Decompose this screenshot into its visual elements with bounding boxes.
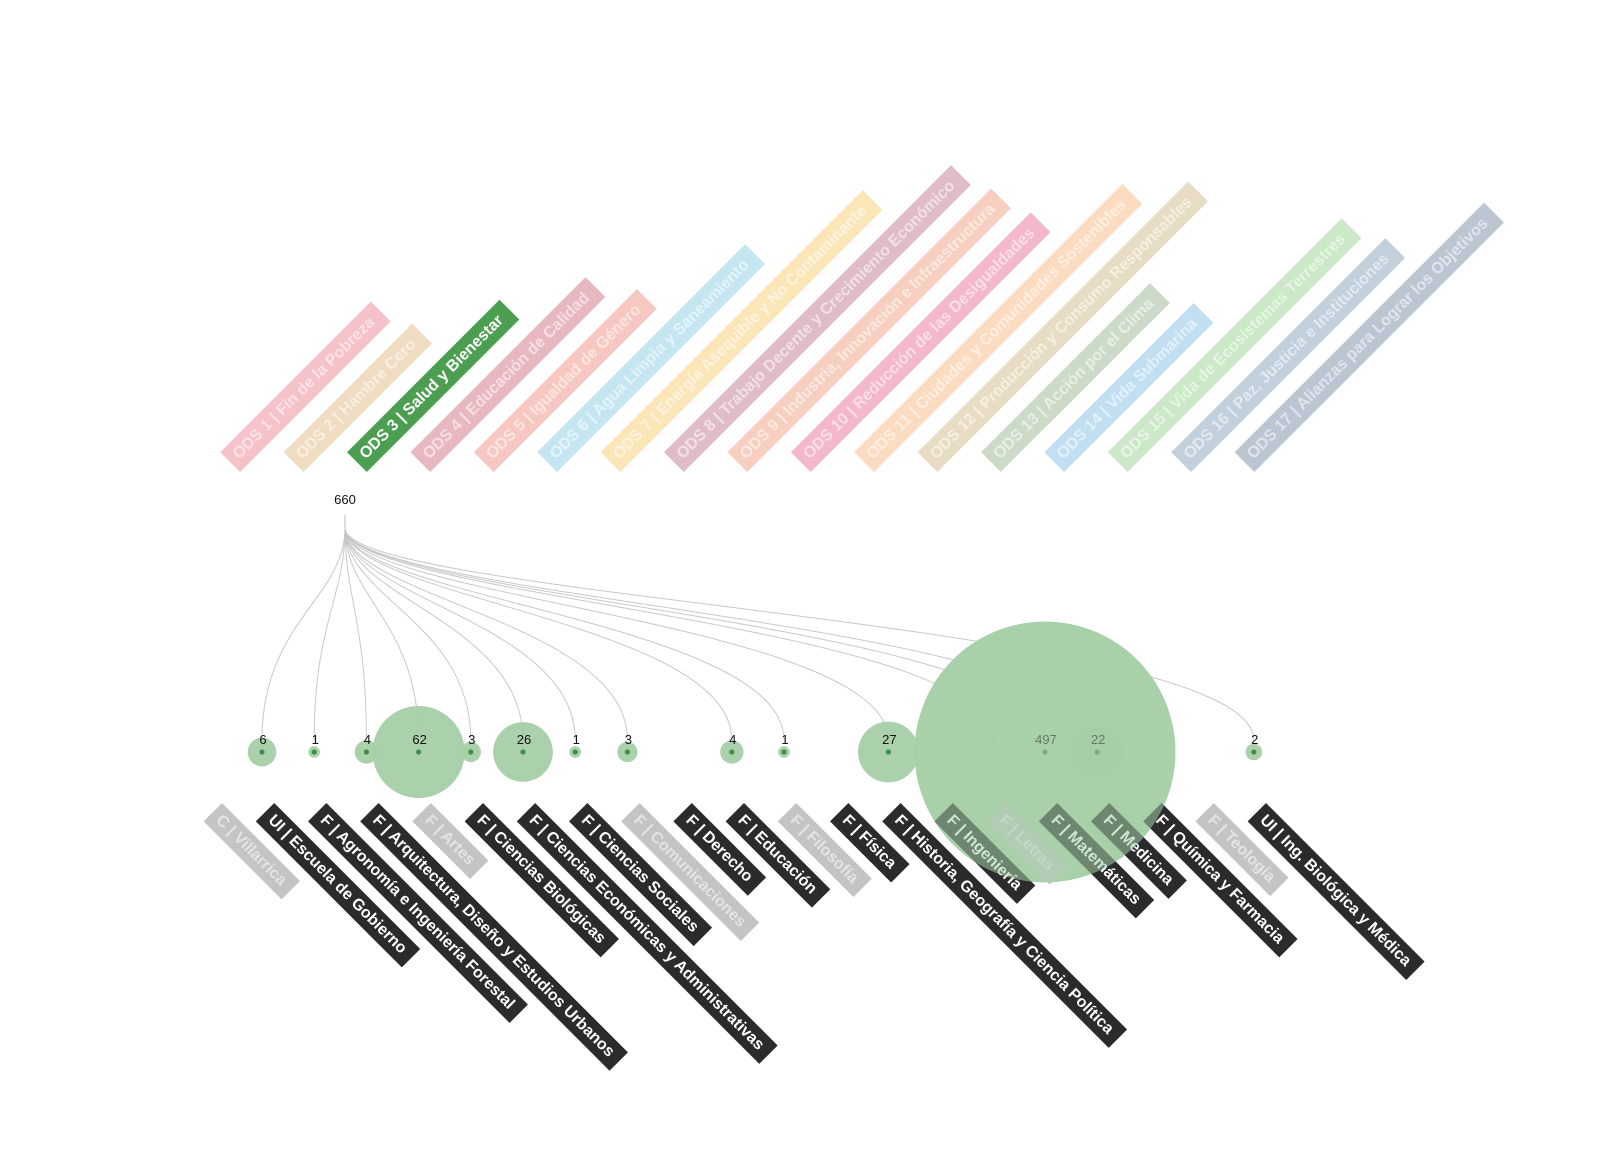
goal-label-band (854, 184, 1143, 472)
unit-count-label: 62 (412, 732, 426, 747)
unit-count-label: 3 (468, 732, 475, 747)
unit-bubble-center (259, 749, 265, 755)
unit-bubble-center (572, 749, 578, 755)
unit-count-label: 1 (573, 732, 580, 747)
unit-label-band (1247, 803, 1425, 980)
unit-link (344, 527, 889, 741)
unit-link (344, 527, 733, 741)
unit-link (344, 527, 420, 741)
unit-bubble-center (885, 749, 892, 755)
hub-total-count: 660 (334, 492, 356, 507)
unit-link (344, 527, 1255, 741)
unit-label-band (464, 803, 619, 958)
unit-label-band (569, 803, 713, 947)
unit-label-band (621, 803, 760, 942)
goal-label[interactable]: ODS 17 | Alianzas para Lograr los Objeti… (1234, 202, 1504, 472)
goal-label-band (347, 299, 520, 472)
unit-label-band (725, 803, 831, 908)
unit-bubble-center (729, 749, 735, 755)
goal-label-band (1044, 303, 1214, 472)
unit-label-band (308, 803, 528, 1023)
unit-label-band (830, 803, 910, 883)
goal-label-band (537, 244, 766, 472)
goal-label-band (473, 289, 657, 472)
unit-count-label: 26 (517, 732, 531, 747)
unit-bubble-center (416, 749, 422, 755)
unit-bubble-center (520, 749, 526, 755)
goal-label-band (917, 181, 1209, 472)
unit-bubble-center (1251, 749, 1257, 755)
unit-count-label: 1 (781, 732, 788, 747)
unit-count-label: 3 (625, 732, 632, 747)
goal-label-band (283, 323, 432, 472)
goal-label-text: ODS 10 | Reducción de las Desigualdades (800, 225, 1038, 463)
goal-label-text: ODS 17 | Alianzas para Lograr los Objeti… (1244, 215, 1491, 462)
unit-count-label: 4 (729, 732, 736, 747)
unit-count-label: 1 (312, 732, 319, 747)
unit-link (344, 527, 367, 741)
unit-label-band (1195, 803, 1289, 897)
unit-label-band (412, 803, 489, 879)
unit-link (344, 527, 472, 741)
unit-count-label: 6 (259, 732, 266, 747)
unit-bubble-center (624, 749, 631, 755)
goal-label-band (981, 283, 1170, 472)
unit-bubble-overlay (914, 621, 1176, 883)
unit-link (344, 527, 576, 741)
goal-label-band (727, 188, 1011, 472)
goal-label-band (664, 165, 971, 472)
goal-label-band (1107, 218, 1362, 472)
goal-label-band (790, 212, 1051, 472)
unit-label-band (673, 803, 767, 896)
unit-link (313, 527, 346, 741)
goal-label-band (1171, 238, 1406, 472)
unit-label-band (203, 803, 300, 900)
unit-count-label: 2 (1251, 732, 1258, 747)
unit-label-band (882, 803, 1128, 1048)
unit-label-band (777, 803, 872, 897)
unit-bubble-center (363, 749, 369, 755)
goal-label-band (1234, 202, 1504, 472)
unit-count-label: 4 (364, 732, 371, 747)
unit-link (344, 527, 994, 741)
unit-link (344, 527, 785, 741)
unit-label-band (516, 803, 778, 1064)
unit-link (261, 527, 346, 741)
unit-label-band (360, 803, 628, 1071)
unit-label-band (255, 803, 421, 968)
goal-label-band (600, 190, 883, 472)
unit-link (344, 527, 524, 741)
goal-label-band (410, 277, 606, 472)
unit-link (344, 527, 628, 741)
unit-count-label: 27 (882, 732, 896, 747)
unit-bubble-center (468, 749, 474, 755)
unit-label-band (1143, 803, 1298, 958)
unit-bubble-center (781, 749, 787, 755)
goal-label-band (220, 301, 391, 472)
unit-bubble-center (311, 749, 317, 755)
